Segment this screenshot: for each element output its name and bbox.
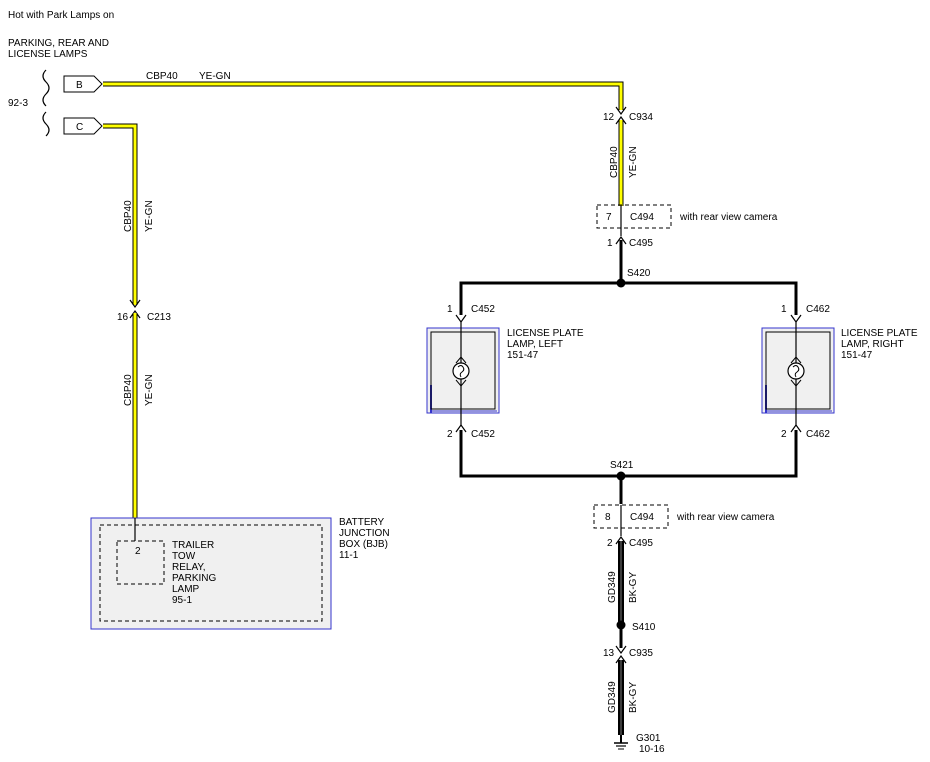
svg-text:C935: C935 — [629, 648, 653, 659]
wire-left-lower-color: YE-GN — [144, 374, 155, 406]
lamp-left-line-1: LICENSE PLATE — [507, 328, 584, 339]
battery-junction-box — [90, 517, 332, 630]
wire-top-color: YE-GN — [199, 71, 231, 82]
c494-top-note: with rear view camera — [679, 212, 778, 223]
svg-text:C494: C494 — [630, 212, 654, 223]
svg-text:1: 1 — [607, 238, 613, 249]
splice-s410: S410 — [632, 622, 656, 633]
svg-text:1: 1 — [447, 304, 453, 315]
wire-cbp40-left-upper — [103, 123, 138, 305]
svg-text:C452: C452 — [471, 429, 495, 440]
source-ref: 92-3 — [8, 98, 28, 109]
svg-text:8: 8 — [605, 512, 611, 523]
lamp-right-line-3: 151-47 — [841, 350, 873, 361]
connector-c495-bottom: 2 C495 — [607, 528, 653, 549]
wire-top-circuit: CBP40 — [146, 71, 178, 82]
wire-ground-lower-circuit: GD349 — [607, 681, 618, 713]
connector-c213: 16 C213 — [117, 299, 171, 323]
ground-name: G301 — [636, 733, 661, 744]
svg-text:7: 7 — [606, 212, 612, 223]
ground-ref: 10-16 — [639, 744, 665, 755]
wire-ground-upper-circuit: GD349 — [607, 571, 618, 603]
svg-text:16: 16 — [117, 312, 129, 323]
wire-right-circuit: CBP40 — [609, 146, 620, 178]
source-component-line-1: PARKING, REAR AND — [8, 38, 109, 49]
svg-text:C462: C462 — [806, 429, 830, 440]
connector-c462-top: 1 C462 — [781, 304, 830, 324]
wire-left-color: YE-GN — [144, 200, 155, 232]
wire-splice-s421 — [459, 430, 798, 504]
wire-left-lower-circuit: CBP40 — [123, 374, 134, 406]
splice-s421: S421 — [610, 460, 634, 471]
license-lamp-right — [761, 322, 835, 426]
relay-line-1: TRAILER — [172, 540, 214, 551]
svg-text:C213: C213 — [147, 312, 171, 323]
bjb-line-3: BOX (BJB) — [339, 539, 388, 550]
svg-text:12: 12 — [603, 112, 615, 123]
connector-c495-top: 1 C495 — [607, 228, 653, 249]
bjb-line-1: BATTERY — [339, 517, 385, 528]
wire-ground-upper-color: BK-GY — [628, 572, 639, 603]
svg-text:1: 1 — [781, 304, 787, 315]
relay-line-2: TOW — [172, 551, 196, 562]
license-lamp-left — [426, 322, 500, 426]
bulb-icon — [452, 362, 470, 380]
diagram-title: Hot with Park Lamps on — [8, 10, 114, 21]
wire-splice-s420 — [459, 240, 798, 315]
wire-ground-lower-color: BK-GY — [628, 682, 639, 713]
svg-text:C495: C495 — [629, 238, 653, 249]
c494-bottom-note: with rear view camera — [676, 512, 775, 523]
svg-text:2: 2 — [781, 429, 787, 440]
splice-s420: S420 — [627, 268, 651, 279]
break-marks — [42, 69, 50, 137]
relay-line-5: LAMP — [172, 584, 200, 595]
source-component-line-2: LICENSE LAMPS — [8, 49, 88, 60]
connector-c452-top: 1 C452 — [447, 304, 495, 324]
svg-text:C: C — [76, 122, 83, 133]
svg-text:B: B — [76, 80, 83, 91]
svg-text:C495: C495 — [629, 538, 653, 549]
connector-c452-bottom: 2 C452 — [447, 423, 495, 440]
wire-left-circuit: CBP40 — [123, 200, 134, 232]
connector-c462-bottom: 2 C462 — [781, 423, 830, 440]
svg-text:C462: C462 — [806, 304, 830, 315]
bjb-line-2: JUNCTION — [339, 528, 390, 539]
relay-line-3: RELAY, — [172, 562, 206, 573]
wire-cbp40-top — [103, 81, 624, 110]
svg-text:13: 13 — [603, 648, 615, 659]
svg-text:2: 2 — [607, 538, 613, 549]
svg-text:2: 2 — [447, 429, 453, 440]
relay-pin: 2 — [135, 546, 141, 557]
svg-text:C494: C494 — [630, 512, 654, 523]
wire-right-color: YE-GN — [628, 146, 639, 178]
svg-text:C452: C452 — [471, 304, 495, 315]
ground-icon — [614, 735, 628, 750]
bulb-icon — [787, 362, 805, 380]
lamp-left-line-3: 151-47 — [507, 350, 539, 361]
connector-c494-top: 7 C494 — [596, 204, 672, 229]
lamp-right-line-2: LAMP, RIGHT — [841, 339, 904, 350]
connector-c494-bottom: 8 C494 — [593, 504, 669, 529]
svg-text:C934: C934 — [629, 112, 653, 123]
pin-flag-b: B — [63, 75, 103, 93]
pin-flag-c: C — [63, 117, 103, 135]
connector-c934: 12 C934 — [603, 106, 653, 125]
bjb-line-4: 11-1 — [339, 550, 359, 561]
connector-c935: 13 C935 — [603, 625, 653, 664]
relay-line-6: 95-1 — [172, 595, 192, 606]
lamp-right-line-1: LICENSE PLATE — [841, 328, 918, 339]
relay-line-4: PARKING — [172, 573, 216, 584]
lamp-left-line-2: LAMP, LEFT — [507, 339, 563, 350]
